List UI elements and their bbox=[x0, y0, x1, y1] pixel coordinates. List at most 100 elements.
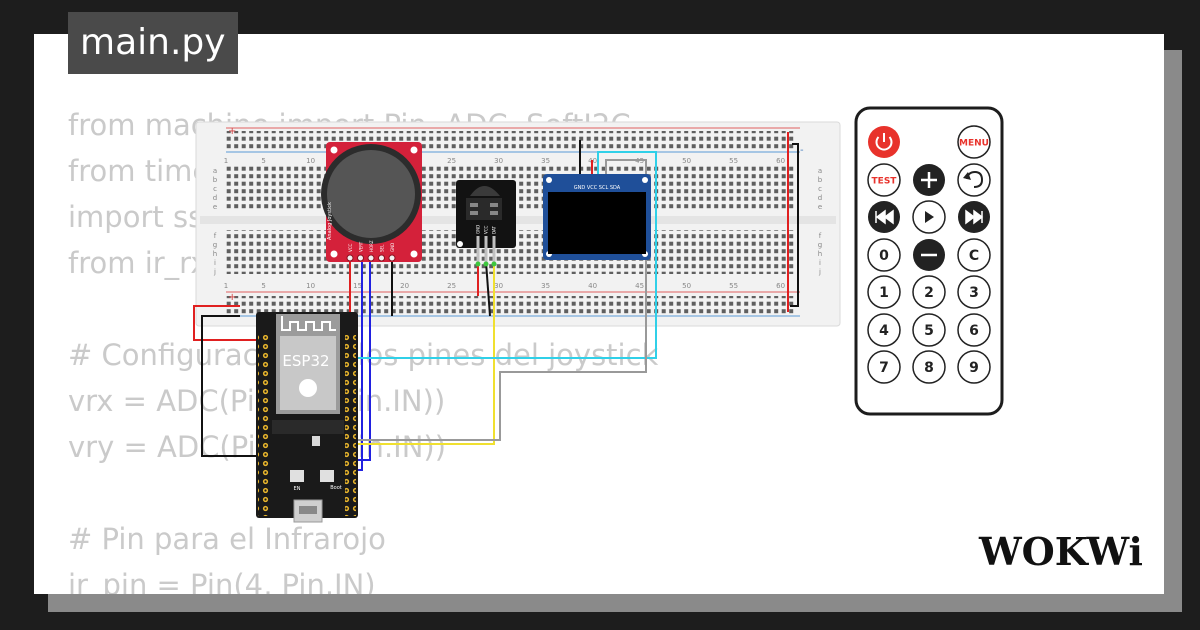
espressif-logo-icon bbox=[299, 379, 317, 397]
esp32-chip bbox=[272, 420, 344, 434]
ir-smd bbox=[490, 211, 498, 215]
remote-clear-button[interactable]: C bbox=[957, 238, 991, 272]
column-number: 60 bbox=[776, 282, 785, 290]
remote-digit-circle[interactable] bbox=[957, 275, 991, 309]
remote-digit-label: 2 bbox=[924, 285, 934, 301]
file-tab-title[interactable]: main.py bbox=[68, 12, 238, 74]
row-letter: g bbox=[818, 241, 822, 249]
remote-digit-circle[interactable] bbox=[957, 313, 991, 347]
remote-digit-button-2[interactable]: 2 bbox=[912, 275, 946, 309]
remote-digit-circle[interactable] bbox=[867, 275, 901, 309]
oled-mount-hole bbox=[642, 177, 648, 183]
remote-digit-button-1[interactable]: 1 bbox=[867, 275, 901, 309]
remote-test-button[interactable]: TEST bbox=[867, 163, 901, 197]
remote-digit-button-9[interactable]: 9 bbox=[957, 350, 991, 384]
remote-menu-label: MENU bbox=[959, 139, 989, 149]
oled-screen bbox=[548, 192, 646, 254]
remote-digit-circle[interactable] bbox=[912, 313, 946, 347]
column-number: 5 bbox=[261, 282, 265, 290]
remote-menu-circle[interactable] bbox=[957, 125, 991, 159]
remote-digit-circle[interactable] bbox=[867, 313, 901, 347]
remote-digit-circle[interactable] bbox=[957, 350, 991, 384]
row-letter: h bbox=[818, 250, 822, 258]
column-number: 25 bbox=[447, 282, 456, 290]
joystick-pin-horz[interactable] bbox=[367, 254, 375, 262]
row-letter: f bbox=[819, 232, 822, 240]
row-letter: d bbox=[213, 194, 217, 202]
remote-clear-label: C bbox=[969, 248, 979, 264]
remote-digit-button-8[interactable]: 8 bbox=[912, 350, 946, 384]
code-line: # Pin para el Infrarojo bbox=[68, 522, 386, 556]
remote-digit-button-6[interactable]: 6 bbox=[957, 313, 991, 347]
remote-play-button[interactable] bbox=[912, 200, 946, 234]
row-letter: g bbox=[213, 241, 217, 249]
joystick-pin-vcc[interactable] bbox=[346, 254, 354, 262]
remote-minus-button[interactable] bbox=[913, 239, 945, 271]
joystick-pin-label: VCC bbox=[348, 243, 353, 252]
remote-digit-button-5[interactable]: 5 bbox=[912, 313, 946, 347]
remote-digit-label: 9 bbox=[969, 360, 979, 376]
remote-next-button[interactable] bbox=[958, 201, 990, 233]
remote-digit-label: 7 bbox=[879, 360, 889, 376]
ir-smd bbox=[470, 211, 478, 215]
remote-menu-button[interactable]: MENU bbox=[957, 125, 991, 159]
en-button[interactable] bbox=[290, 470, 304, 482]
column-number: 45 bbox=[635, 282, 644, 290]
remote-digit-button-3[interactable]: 3 bbox=[957, 275, 991, 309]
wire-oled-scl bbox=[352, 151, 657, 359]
joystick-mount-hole bbox=[410, 146, 418, 154]
wokwi-logo: WOKWi bbox=[978, 529, 1143, 574]
boot-button[interactable] bbox=[320, 470, 334, 482]
joystick-pin-vert[interactable] bbox=[357, 254, 364, 262]
remote-digit-circle[interactable] bbox=[912, 350, 946, 384]
column-number: 40 bbox=[588, 282, 597, 290]
esp32-pins-right bbox=[345, 335, 356, 516]
remote-digit-circle[interactable] bbox=[912, 275, 946, 309]
ir-pin-dat[interactable] bbox=[492, 236, 496, 262]
usb-port-inner bbox=[299, 506, 317, 514]
esp32-pins-left bbox=[258, 335, 269, 516]
ir-pin-gnd[interactable] bbox=[476, 236, 480, 262]
remote-digit-circle[interactable] bbox=[867, 238, 901, 272]
row-letter: i bbox=[819, 259, 821, 267]
ir-remote[interactable]: MENU TEST bbox=[854, 106, 1004, 416]
remote-plus-button[interactable] bbox=[913, 164, 945, 196]
column-number: 10 bbox=[306, 157, 315, 165]
remote-clear-circle[interactable] bbox=[957, 238, 991, 272]
rail-plus-label-bottom: + bbox=[228, 292, 236, 303]
joystick-pin-label: HORZ bbox=[369, 240, 374, 252]
ir-pin-connection bbox=[475, 261, 481, 267]
play-icon bbox=[925, 211, 934, 223]
remote-digit-circle[interactable] bbox=[867, 350, 901, 384]
remote-back-button[interactable] bbox=[957, 163, 991, 197]
oled-display[interactable]: GND VCC SCL SDA bbox=[543, 174, 651, 260]
ir-pin-label: DAT bbox=[492, 226, 497, 234]
ir-pin-connection bbox=[491, 261, 497, 267]
row-letter: c bbox=[213, 185, 217, 193]
remote-digit-label: 1 bbox=[879, 285, 889, 301]
esp32-board[interactable]: ESP32 EN Boot bbox=[256, 312, 358, 523]
remote-back-circle[interactable] bbox=[957, 163, 991, 197]
joystick-pin-label: SEL bbox=[380, 244, 385, 252]
column-number: 30 bbox=[494, 282, 503, 290]
wire-gnd-black bbox=[201, 315, 262, 457]
remote-digit-button-7[interactable]: 7 bbox=[867, 350, 901, 384]
column-number: 20 bbox=[400, 282, 409, 290]
remote-digit-button-0[interactable]: 0 bbox=[867, 238, 901, 272]
joystick-mount-hole bbox=[330, 250, 338, 258]
power-icon bbox=[875, 136, 893, 151]
joystick-pin-sel[interactable] bbox=[378, 254, 385, 262]
remote-power-button[interactable] bbox=[868, 126, 900, 158]
esp32-label: ESP32 bbox=[282, 352, 329, 370]
remote-digit-button-4[interactable]: 4 bbox=[867, 313, 901, 347]
ir-pin-vcc[interactable] bbox=[484, 236, 488, 262]
rail-minus-label: - bbox=[800, 145, 804, 156]
remote-test-circle[interactable] bbox=[867, 163, 901, 197]
joystick-pin-gnd[interactable] bbox=[388, 254, 396, 262]
remote-prev-button[interactable] bbox=[868, 201, 900, 233]
joystick-cap[interactable] bbox=[327, 150, 415, 238]
row-letter: j bbox=[818, 268, 821, 276]
